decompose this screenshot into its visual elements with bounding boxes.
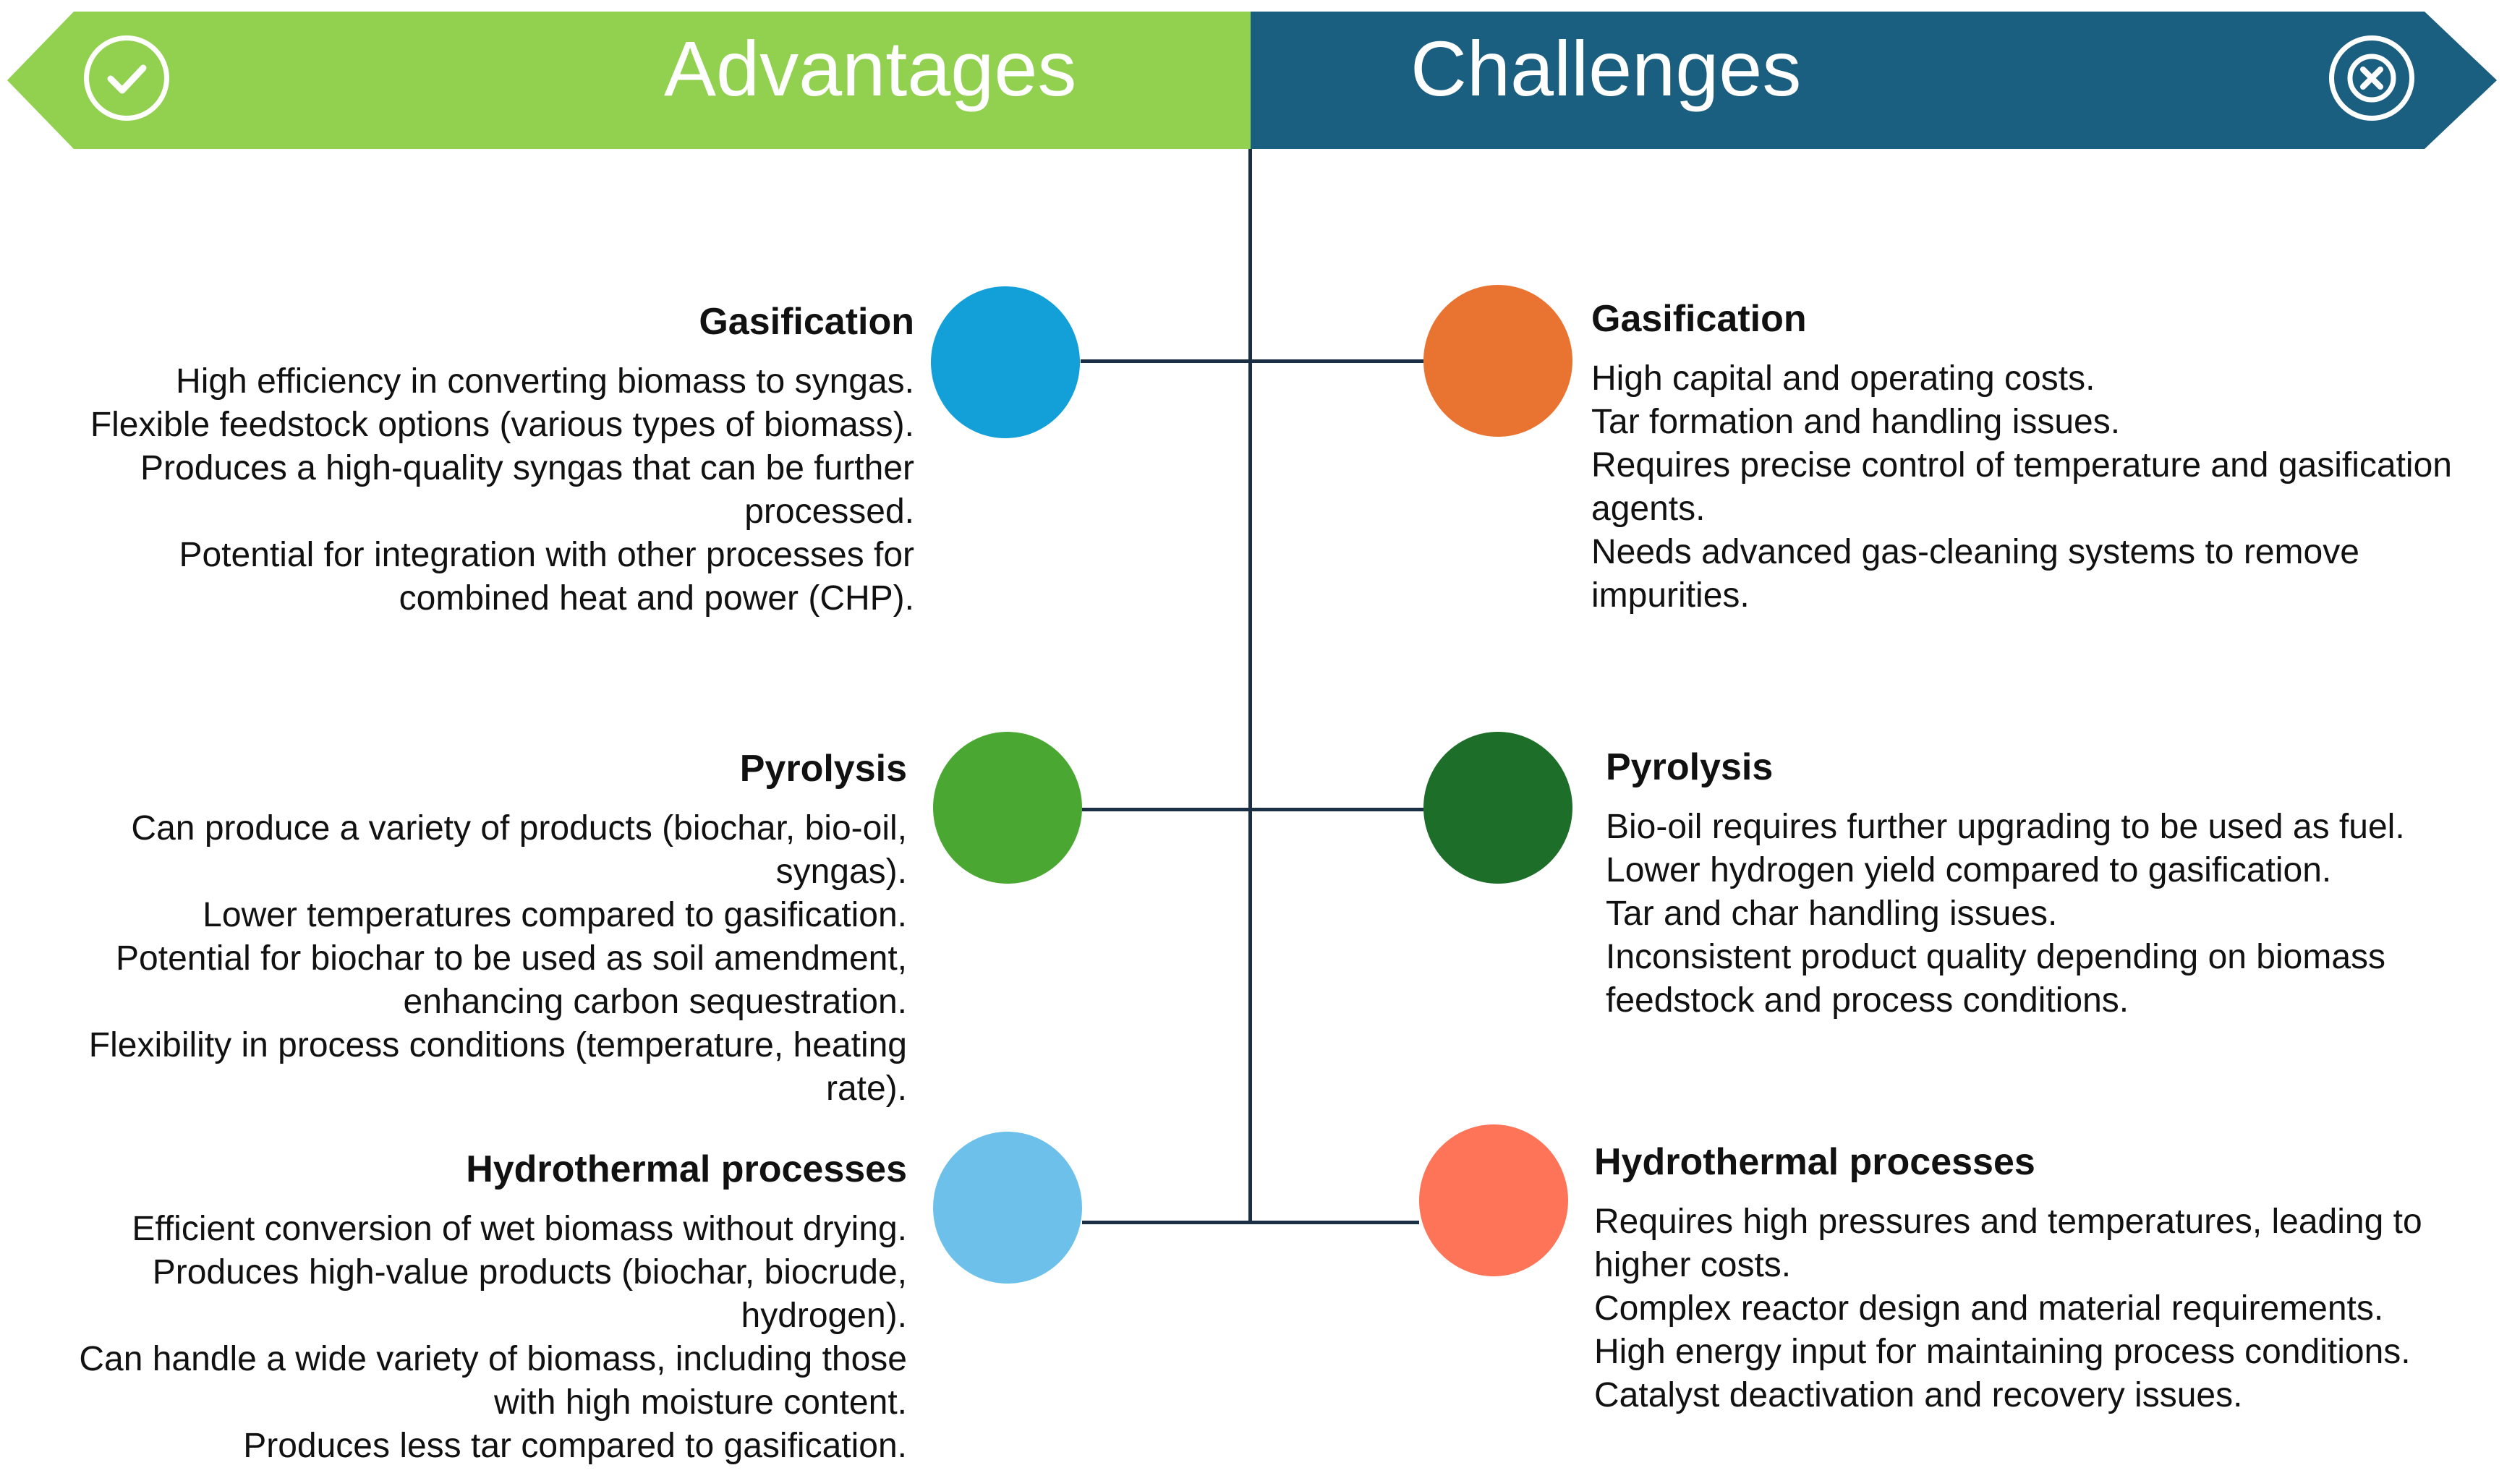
advantages-banner — [7, 12, 1251, 149]
challenge-dot-hydrothermal — [1419, 1124, 1568, 1276]
challenge-item: High energy input for maintaining proces… — [1594, 1333, 2411, 1371]
advantage-hydrothermal-title: Hydrothermal processes — [466, 1148, 907, 1190]
challenge-item: Requires precise control of temperature … — [1591, 446, 2452, 528]
challenge-pyrolysis: Pyrolysis Bio-oil requires further upgra… — [1606, 743, 2510, 1022]
challenge-item: Needs advanced gas-cleaning systems to r… — [1591, 533, 2359, 615]
advantage-item: Flexible feedstock options (various type… — [90, 406, 914, 444]
challenge-hydrothermal: Hydrothermal processes Requires high pre… — [1594, 1138, 2513, 1417]
advantage-item: Flexibility in process conditions (tempe… — [88, 1026, 907, 1108]
advantage-gasification-title: Gasification — [699, 301, 914, 343]
advantage-pyrolysis-title: Pyrolysis — [739, 748, 907, 790]
challenge-pyrolysis-title: Pyrolysis — [1606, 746, 1774, 788]
advantage-item: Lower temperatures compared to gasificat… — [203, 896, 907, 934]
connector-pyrolysis — [1082, 808, 1423, 811]
advantages-title: Advantages — [664, 25, 1077, 112]
connector-gasification — [1081, 359, 1423, 363]
advantage-gasification: Gasification High efficiency in converti… — [25, 298, 914, 620]
challenge-item: Bio-oil requires further upgrading to be… — [1606, 808, 2405, 846]
challenge-item: Tar and char handling issues. — [1606, 895, 2058, 933]
advantage-item: Potential for integration with other pro… — [179, 536, 914, 618]
challenge-item: Requires high pressures and temperatures… — [1594, 1203, 2422, 1284]
advantage-item: Produces less tar compared to gasificati… — [243, 1427, 907, 1465]
advantage-item: Efficient conversion of wet biomass with… — [132, 1210, 907, 1248]
challenge-dot-gasification — [1423, 285, 1572, 437]
advantage-item: Potential for biochar to be used as soil… — [116, 939, 907, 1021]
center-vertical-line — [1248, 149, 1252, 1221]
challenge-item: Lower hydrogen yield compared to gasific… — [1606, 851, 2332, 889]
advantage-dot-hydrothermal — [933, 1132, 1082, 1284]
challenges-title: Challenges — [1410, 25, 1802, 112]
challenge-hydrothermal-title: Hydrothermal processes — [1594, 1141, 2035, 1183]
advantage-dot-gasification — [931, 286, 1080, 438]
challenge-item: Complex reactor design and material requ… — [1594, 1289, 2384, 1328]
challenge-gasification: Gasification High capital and operating … — [1591, 295, 2510, 618]
challenge-dot-pyrolysis — [1423, 732, 1572, 884]
advantage-dot-pyrolysis — [933, 732, 1082, 884]
challenge-item: High capital and operating costs. — [1591, 359, 2095, 398]
advantage-item: Produces high-value products (biochar, b… — [152, 1253, 907, 1335]
check-circle-icon — [84, 35, 169, 121]
advantage-hydrothermal: Hydrothermal processes Efficient convers… — [17, 1145, 907, 1468]
advantage-pyrolysis: Pyrolysis Can produce a variety of produ… — [17, 745, 907, 1111]
challenge-gasification-title: Gasification — [1591, 298, 1807, 340]
advantage-item: Can handle a wide variety of biomass, in… — [79, 1340, 907, 1422]
challenge-item: Tar formation and handling issues. — [1591, 403, 2121, 441]
challenge-item: Inconsistent product quality depending o… — [1606, 938, 2386, 1020]
challenges-banner — [1251, 12, 2497, 149]
advantage-item: Can produce a variety of products (bioch… — [131, 809, 907, 891]
advantage-item: High efficiency in converting biomass to… — [176, 362, 914, 401]
x-circle-icon — [2329, 35, 2414, 121]
connector-hydrothermal — [1082, 1221, 1419, 1224]
challenge-item: Catalyst deactivation and recovery issue… — [1594, 1376, 2243, 1414]
advantage-item: Produces a high-quality syngas that can … — [140, 449, 914, 531]
